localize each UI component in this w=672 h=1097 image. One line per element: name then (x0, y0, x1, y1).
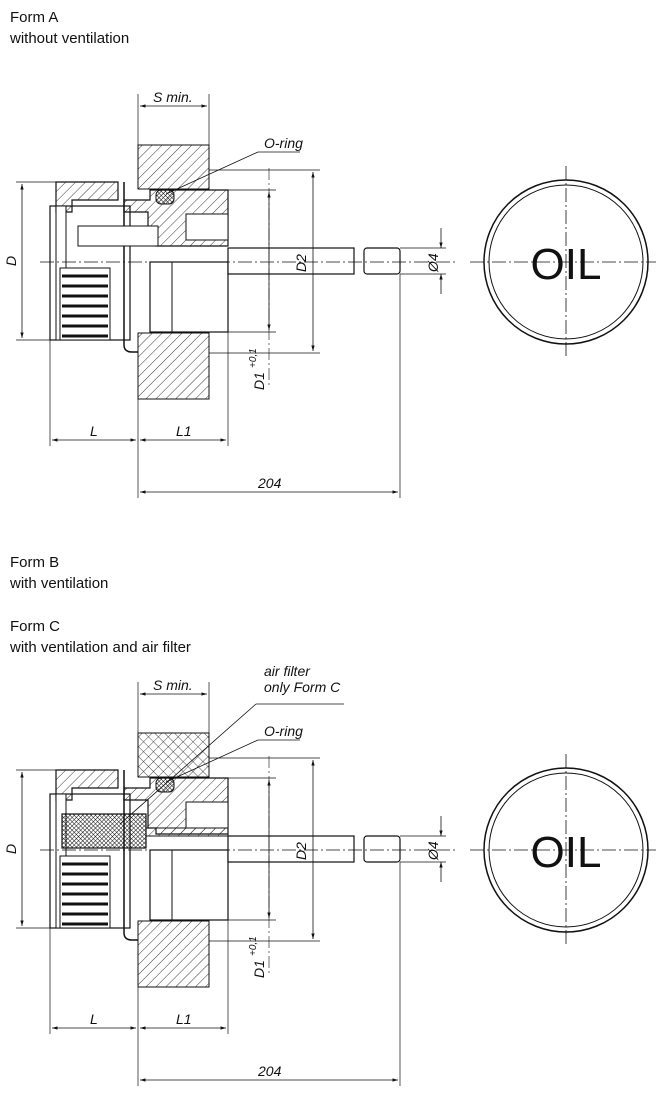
air-filter-note: only Form C (264, 679, 341, 695)
form-b-title: Form B (10, 554, 60, 571)
d1-label: D1 (251, 960, 267, 978)
cap-oil-text: OIL (531, 828, 602, 877)
form-bc-drawing: S min. air filter only Form C O-ring D D… (3, 663, 656, 1086)
wall-section-top (137, 732, 210, 778)
plug-slot (185, 801, 229, 829)
cap-front-view: OIL (470, 166, 656, 356)
form-b-subtitle: with ventilation (10, 575, 109, 592)
length-204-label: 204 (257, 475, 282, 491)
form-a-subtitle: without ventilation (10, 30, 130, 47)
d4-label: Ø4 (425, 841, 441, 861)
d2-label: D2 (293, 842, 309, 860)
form-c-heading: Form C with ventilation and air filter (10, 616, 191, 658)
form-a-heading: Form A without ventilation (10, 7, 129, 49)
air-filter (61, 813, 147, 849)
dipstick-tip (363, 247, 401, 275)
thread-section (149, 261, 229, 333)
form-b-heading: Form B with ventilation (10, 552, 108, 594)
d-label: D (3, 844, 19, 854)
knurl-grip (59, 267, 111, 341)
d1-tolerance: +0,1 (248, 348, 259, 368)
l1-label: L1 (176, 1011, 192, 1027)
l-label: L (90, 423, 98, 439)
knurl-grip (59, 855, 111, 929)
plug-slot (185, 213, 229, 241)
l1-label: L1 (176, 423, 192, 439)
form-a-title: Form A (10, 9, 59, 26)
air-filter-label: air filter (264, 663, 311, 679)
wall-section-top (137, 144, 210, 190)
s-min-label: S min. (153, 89, 193, 105)
o-ring-label: O-ring (264, 135, 303, 151)
form-c-title: Form C (10, 618, 60, 635)
d-label: D (3, 256, 19, 266)
o-ring-label: O-ring (264, 723, 303, 739)
d1-label: D1 (251, 372, 267, 390)
form-c-subtitle: with ventilation and air filter (10, 639, 191, 656)
form-a-drawing: S min. O-ring D D1 +0,1 D2 Ø4 L (3, 89, 656, 498)
wall-section-bottom (137, 920, 210, 988)
l-label: L (90, 1011, 98, 1027)
d2-label: D2 (293, 254, 309, 272)
d1-tolerance: +0,1 (248, 936, 259, 956)
cap-oil-text: OIL (531, 240, 602, 289)
thread-section (149, 849, 229, 921)
dipstick-tip (363, 835, 401, 863)
d4-label: Ø4 (425, 253, 441, 273)
wall-section-bottom (137, 332, 210, 400)
o-ring (155, 189, 175, 205)
dipstick (227, 835, 355, 863)
length-204-label: 204 (257, 1063, 282, 1079)
dipstick (227, 247, 355, 275)
cap-front-view: OIL (470, 754, 656, 944)
s-min-label: S min. (153, 677, 193, 693)
